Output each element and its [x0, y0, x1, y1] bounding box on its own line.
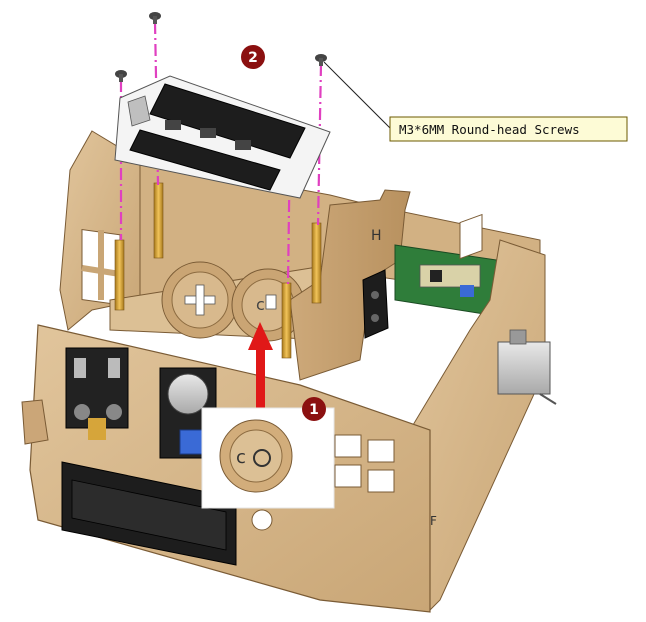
step-number-1: 1 — [309, 402, 319, 418]
callout-leader — [323, 61, 391, 129]
gear-left — [161, 261, 239, 339]
screw-icon-top-left — [149, 12, 161, 24]
screw-callout-label: M3*6MM Round-head Screws — [399, 122, 580, 137]
gear-inset-panel: c — [201, 407, 335, 509]
screw-callout-box: M3*6MM Round-head Screws — [389, 116, 628, 142]
servo-motor — [497, 329, 557, 405]
right-pcb-board — [394, 244, 511, 319]
divider-panel: H — [289, 189, 411, 381]
panel-letter-h: H — [371, 228, 382, 244]
screw-icon-left — [115, 70, 127, 82]
ir-sensor-module — [362, 269, 389, 339]
expansion-board — [114, 75, 331, 199]
front-sensor-module — [65, 347, 129, 440]
battery-holder — [61, 461, 237, 566]
step-badge-1: 1 — [302, 397, 326, 421]
svg-text:c: c — [236, 447, 246, 468]
panel-letter-f: F — [430, 514, 437, 528]
gear-inset-icon: c — [219, 419, 293, 493]
step-number-2: 2 — [248, 50, 258, 66]
svg-text:c: c — [256, 295, 265, 314]
screw-icon-right — [315, 54, 327, 66]
step-badge-2: 2 — [241, 45, 265, 69]
insert-arrow — [248, 322, 273, 412]
